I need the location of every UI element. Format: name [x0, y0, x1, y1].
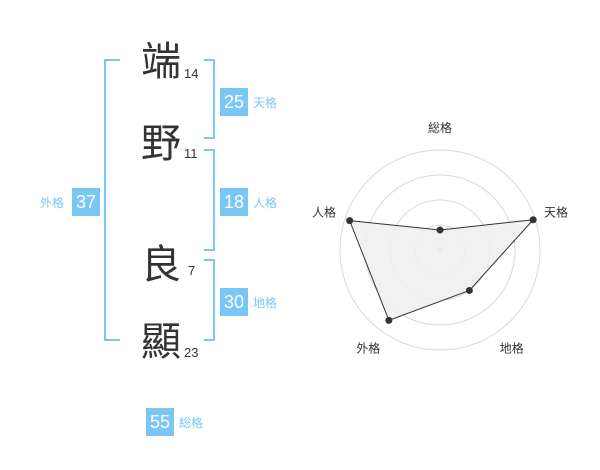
radar-point-1: [436, 226, 444, 234]
chikaku-label: 地格: [253, 296, 278, 310]
gaikaku-label: 外格: [40, 196, 65, 210]
jinkaku-badge: 18: [220, 188, 248, 216]
gaikaku-badge: 37: [72, 188, 100, 216]
tenkaku-label: 天格: [253, 96, 278, 110]
name-char-1: 端: [141, 39, 181, 85]
radar-point-4: [385, 316, 393, 324]
radar-axis-label-1: 総格: [428, 120, 452, 135]
name-char-4: 顯: [141, 319, 181, 365]
radar-ring: [339, 149, 541, 351]
stroke-count-4: 23: [184, 345, 199, 360]
radar-axis-label-5: 人格: [312, 204, 336, 219]
soukaku-badge: 55: [146, 408, 174, 436]
radar-point-2: [529, 216, 537, 224]
name-char-2: 野: [141, 121, 181, 167]
gaikaku-bracket: [104, 59, 120, 341]
name-char-3: 良: [141, 242, 181, 288]
stroke-count-2: 11: [184, 146, 198, 161]
chikaku-bracket: [204, 259, 215, 341]
chikaku-badge: 30: [220, 288, 248, 316]
jinkaku-bracket: [204, 149, 215, 251]
tenkaku-badge: 25: [220, 88, 248, 116]
soukaku-label: 総格: [179, 416, 204, 430]
jinkaku-label: 人格: [253, 196, 278, 210]
radar-point-3: [465, 286, 473, 294]
tenkaku-bracket: [204, 59, 215, 139]
radar-axis-label-4: 外格: [356, 341, 380, 356]
radar-axis-label-2: 天格: [544, 204, 568, 219]
stroke-count-1: 14: [184, 66, 199, 81]
stroke-count-3: 7: [188, 263, 196, 278]
radar-polygon: [348, 219, 535, 322]
radar-point-5: [346, 217, 354, 225]
radar-axis-label-3: 地格: [500, 341, 524, 356]
